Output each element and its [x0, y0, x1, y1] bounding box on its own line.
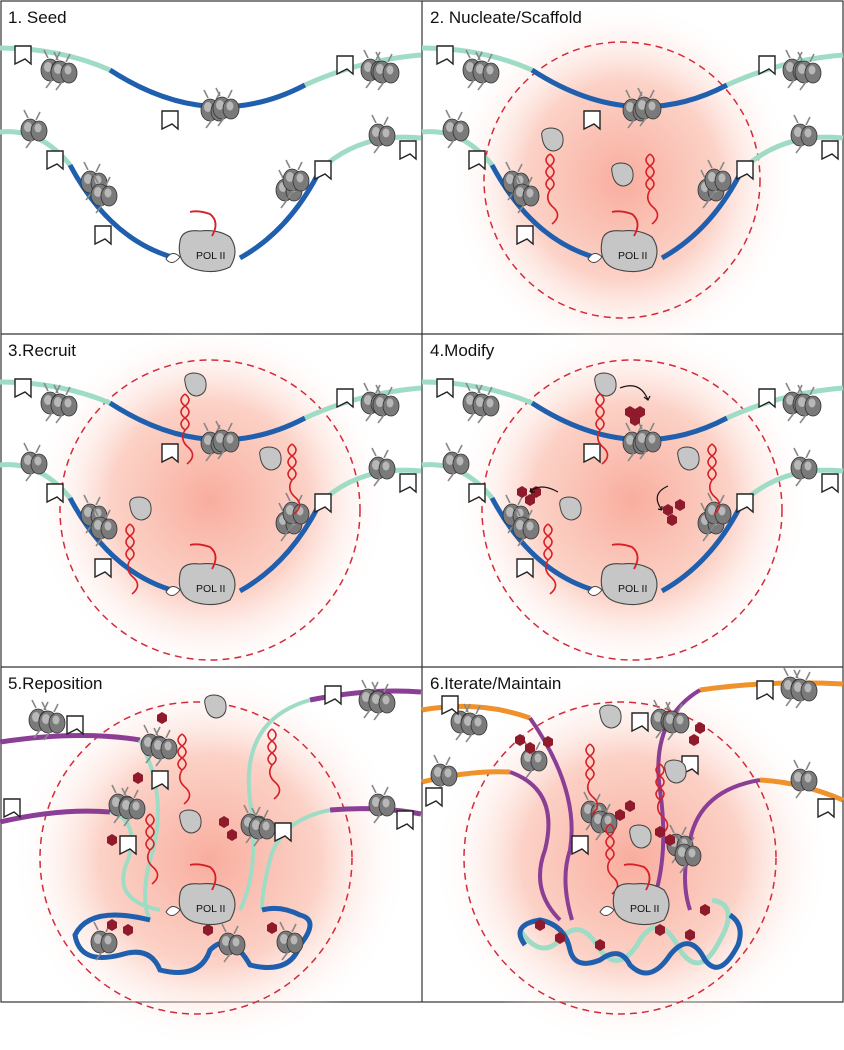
- panel-nucleate: 2. Nucleate/Scaffold POL II: [421, 0, 844, 360]
- panel-reposition: 5.Reposition POL II: [0, 670, 422, 1050]
- modify-arrows: [529, 385, 669, 511]
- pol2-label: POL II: [630, 903, 659, 915]
- panel-title: 3.Recruit: [8, 341, 76, 360]
- condensate-boundary: [483, 41, 761, 319]
- panel-modify: 4.Modify POL II: [421, 322, 844, 678]
- condensate-boundary: [39, 701, 353, 1015]
- panel-recruit: 3.Recruit POL II: [0, 322, 422, 678]
- panel-title: 4.Modify: [430, 341, 495, 360]
- panel-title: 1. Seed: [8, 8, 67, 27]
- panel-title: 2. Nucleate/Scaffold: [430, 8, 582, 27]
- condensate-glow: [452, 322, 812, 678]
- panel-iterate: 6.Iterate/Maintain POL II: [421, 667, 844, 1050]
- pol2-label: POL II: [196, 250, 225, 262]
- pol2-label: POL II: [196, 903, 225, 915]
- condensate-boundary: [59, 359, 361, 661]
- pol2-label: POL II: [196, 583, 225, 595]
- pol2-label: POL II: [618, 250, 647, 262]
- pol2-label: POL II: [618, 583, 647, 595]
- panel-title: 5.Reposition: [8, 674, 103, 693]
- panel-title: 6.Iterate/Maintain: [430, 674, 561, 693]
- condensate-boundary: [463, 701, 777, 1015]
- condensate-glow: [30, 322, 390, 678]
- condensate-boundary: [481, 359, 783, 661]
- panel-seed: 1. Seed POL II: [0, 8, 422, 273]
